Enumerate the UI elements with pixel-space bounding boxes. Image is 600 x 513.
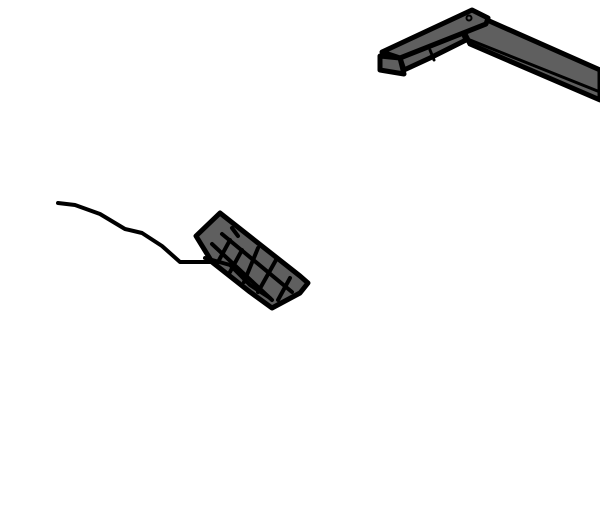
- desk-frame-icon: [377, 7, 600, 103]
- desk-bar-end: [377, 53, 407, 77]
- keyboard-cable: [56, 201, 214, 264]
- cable-icon: [56, 201, 214, 264]
- desk-beam: [459, 13, 600, 103]
- keyboard-icon: [193, 210, 311, 311]
